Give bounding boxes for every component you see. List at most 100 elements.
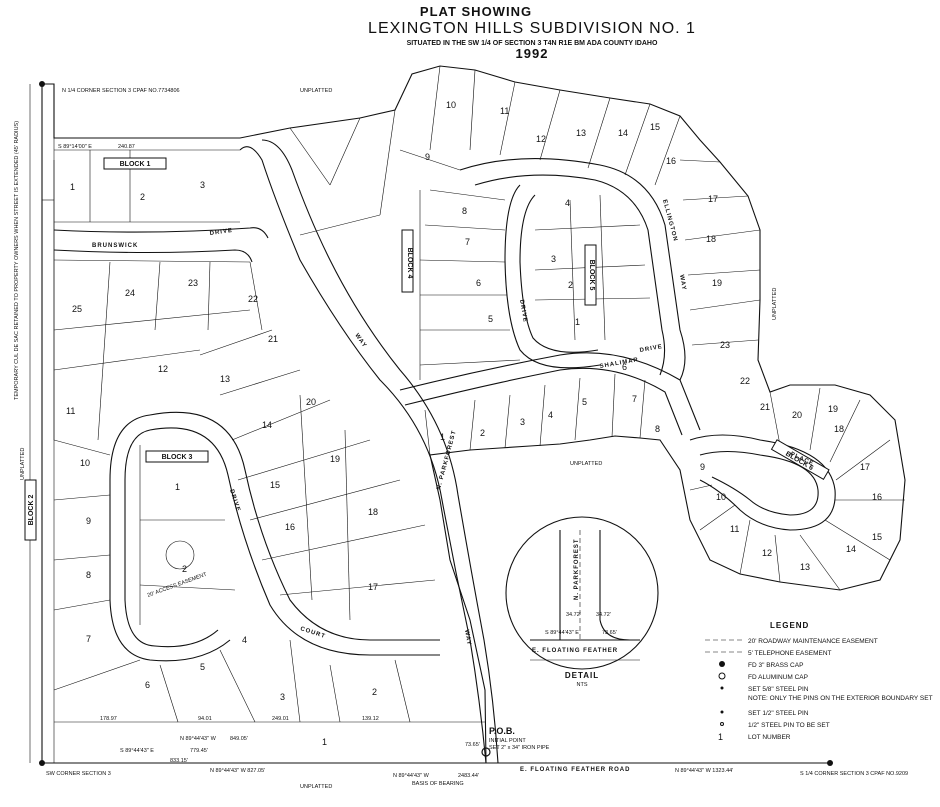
dim-bottom-seg1: 833.15' bbox=[170, 758, 188, 764]
lot-number: 6 bbox=[145, 680, 150, 690]
lot-number: 5 bbox=[582, 397, 587, 407]
shalimar-drive bbox=[399, 352, 701, 456]
dim-bottom-seg2: N 89°44'43" W 827.05' bbox=[210, 768, 265, 774]
pob-marker bbox=[481, 747, 491, 757]
dim-bearing-1: N 89°44'43" W bbox=[180, 736, 217, 742]
lot-number: 2 bbox=[182, 564, 187, 574]
dimensions: S 89°14'00" E 240.87 178.97 94.01 249.01… bbox=[58, 144, 733, 787]
lot-number: 10 bbox=[716, 492, 726, 502]
dim-bottom-lot-4: 139.12 bbox=[362, 716, 379, 722]
dim-top-bearing: S 89°14'00" E bbox=[58, 144, 92, 150]
block-4-label: BLOCK 4 bbox=[406, 248, 413, 279]
lot-number: 8 bbox=[86, 570, 91, 580]
dim-bottom-lot-3: 249.01 bbox=[272, 716, 289, 722]
lot-number: 12 bbox=[536, 134, 546, 144]
lot-number: 1 bbox=[575, 317, 580, 327]
lot-number: 16 bbox=[872, 492, 882, 502]
lot-number: 4 bbox=[548, 410, 553, 420]
legend-item: LOT NUMBER bbox=[748, 734, 791, 741]
nw-corner-label: N 1/4 CORNER SECTION 3 CPAF NO.7734806 bbox=[62, 88, 180, 94]
lot-number: 10 bbox=[446, 100, 456, 110]
street-labels: BRUNSWICK DRIVE WAY N. PARKFOREST WAY CO… bbox=[92, 199, 815, 773]
lot-number: 16 bbox=[666, 156, 676, 166]
lot-number: 4 bbox=[565, 198, 570, 208]
lot-number: 23 bbox=[188, 278, 198, 288]
lot-number: 2 bbox=[140, 192, 145, 202]
lot-number: 22 bbox=[740, 376, 750, 386]
pob-line-2: SET 2" x 34" IRON PIPE bbox=[489, 745, 550, 751]
lot-number: 18 bbox=[706, 234, 716, 244]
lot-number: 17 bbox=[708, 194, 718, 204]
lot-number: 11 bbox=[730, 524, 739, 534]
block-2-label: BLOCK 2 bbox=[28, 495, 35, 526]
title-year: 1992 bbox=[516, 46, 549, 61]
legend-item: 20' ROADWAY MAINTENANCE EASEMENT bbox=[748, 638, 878, 645]
nw-corner-marker bbox=[39, 81, 45, 87]
lot-number: 16 bbox=[285, 522, 295, 532]
lot-number: 2 bbox=[480, 428, 485, 438]
pob-label: P.O.B. bbox=[489, 726, 515, 736]
detail-inset: N. PARKFOREST 34.72' 34.72' S 89°44'43" … bbox=[505, 516, 659, 688]
legend-item: SET 1/2" STEEL PIN bbox=[748, 710, 809, 717]
block3-loop bbox=[53, 411, 486, 723]
lot-number: 15 bbox=[650, 122, 660, 132]
street-shalimar-drive: DRIVE bbox=[639, 344, 663, 354]
main-road bbox=[239, 139, 499, 764]
street-drive-loop: DRIVE bbox=[518, 299, 528, 323]
title-line-3: SITUATED IN THE SW 1/4 OF SECTION 3 T4N … bbox=[407, 40, 658, 47]
lot-number: 22 bbox=[248, 294, 258, 304]
block-labels: BLOCK 1 BLOCK 3 BLOCK 2 BLOCK 4 BLOCK 5 … bbox=[24, 157, 830, 541]
lot-number: 9 bbox=[86, 516, 91, 526]
lot-number: 18 bbox=[368, 507, 378, 517]
lot-number: 17 bbox=[860, 462, 870, 472]
detail-dim-2: 34.72' bbox=[596, 612, 611, 618]
street-drive-west: DRIVE bbox=[209, 228, 233, 237]
lot-number: 10 bbox=[80, 458, 90, 468]
lot-number: 15 bbox=[270, 480, 280, 490]
lot-number: 23 bbox=[720, 340, 730, 350]
dim-bottom-seg3: N 89°44'43" W 1323.44' bbox=[675, 768, 733, 774]
street-shortbrook: DRIVE bbox=[228, 489, 241, 513]
dim-top-dist: 240.87 bbox=[118, 144, 135, 150]
dim-dist-1: 849.05' bbox=[230, 736, 248, 742]
lot-number: 6 bbox=[622, 362, 627, 372]
ellington-place bbox=[689, 387, 905, 591]
lot-number: 19 bbox=[712, 278, 722, 288]
detail-dist: 73.65' bbox=[602, 630, 617, 636]
se-corner-marker bbox=[827, 760, 833, 766]
basis-of-bearing: BASIS OF BEARING bbox=[412, 781, 464, 787]
lot-number: 19 bbox=[330, 454, 340, 464]
lot-number: 13 bbox=[800, 562, 810, 572]
se-corner-label: S 1/4 CORNER SECTION 3 CPAF NO.9209 bbox=[800, 771, 908, 777]
lot-number: 18 bbox=[834, 424, 844, 434]
lot-number: 9 bbox=[425, 152, 430, 162]
lot-number: 13 bbox=[576, 128, 586, 138]
legend-item: FD ALUMINUM CAP bbox=[748, 674, 808, 681]
lot-number: 11 bbox=[500, 106, 509, 116]
lot-numbers: 1 2 3 24 25 23 22 12 11 13 21 14 20 15 1… bbox=[66, 100, 882, 747]
lot-number: 17 bbox=[368, 582, 378, 592]
title-line-2: LEXINGTON HILLS SUBDIVISION NO. 1 bbox=[368, 20, 696, 37]
lot-number: 2 bbox=[568, 280, 573, 290]
lot-number: 5 bbox=[488, 314, 493, 324]
lot-number: 14 bbox=[262, 420, 272, 430]
lot-number: 13 bbox=[220, 374, 230, 384]
dim-bearing-2: S 89°44'43" E bbox=[120, 748, 154, 754]
pob: P.O.B. INITIAL POINT SET 2" x 34" IRON P… bbox=[481, 726, 550, 757]
lot-number: 12 bbox=[158, 364, 168, 374]
lot-number: 19 bbox=[828, 404, 838, 414]
dim-dist-2: 779.45' bbox=[190, 748, 208, 754]
legend-item: FD 3" BRASS CAP bbox=[748, 662, 803, 669]
lot-number: 6 bbox=[476, 278, 481, 288]
sw-corner-marker bbox=[39, 760, 45, 766]
block3-access-easement: 20' ACCESS EASEMENT bbox=[147, 572, 209, 599]
lot-number: 7 bbox=[86, 634, 91, 644]
street-brunswick: BRUNSWICK bbox=[92, 243, 138, 249]
detail-title: DETAIL bbox=[565, 671, 599, 680]
lot-number: 9 bbox=[700, 462, 705, 472]
sw-corner-label: SW CORNER SECTION 3 bbox=[46, 771, 111, 777]
detail-parkforest: N. PARKFOREST bbox=[574, 538, 580, 600]
legend-item: SET 5/8" STEEL PIN bbox=[748, 686, 809, 693]
detail-dim-1: 34.72' bbox=[566, 612, 581, 618]
